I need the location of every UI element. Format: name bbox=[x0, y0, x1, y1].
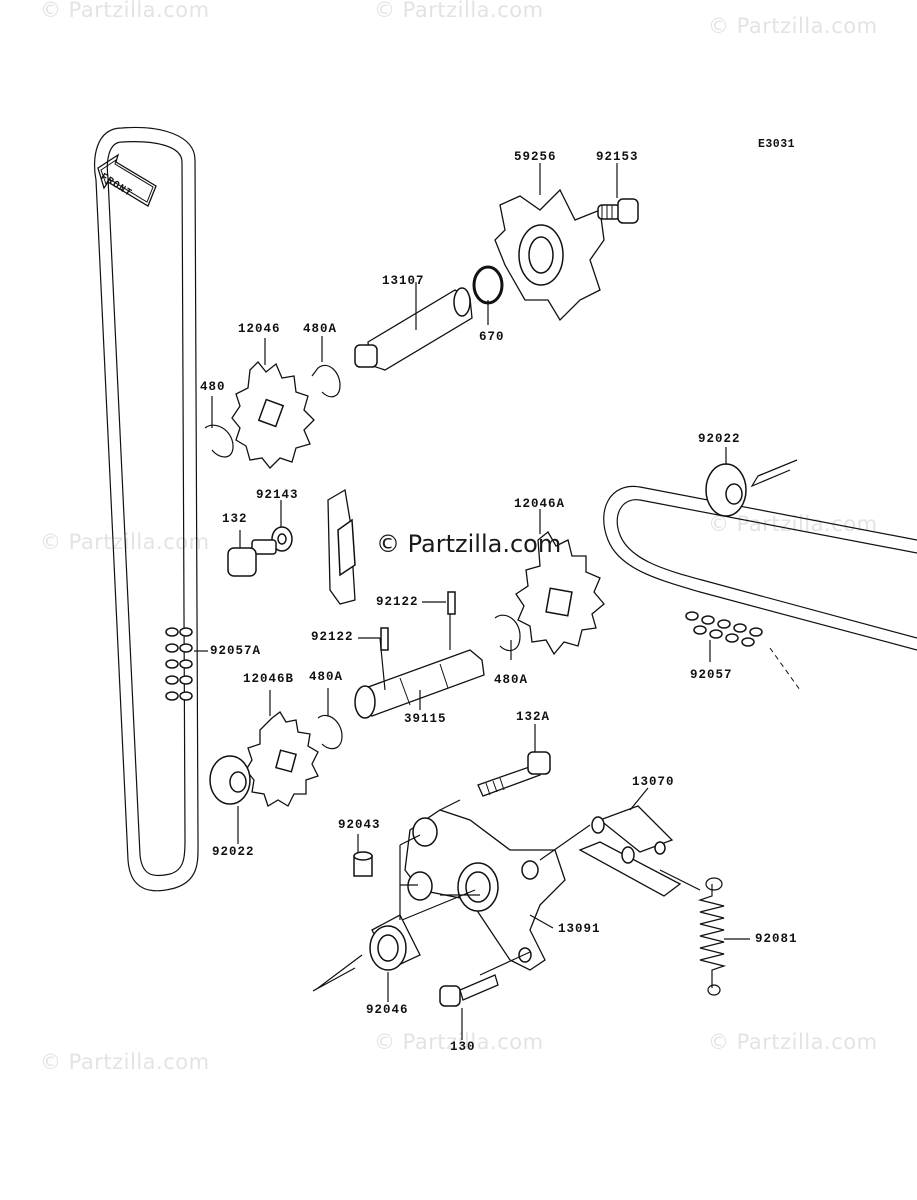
part-label-132A[interactable]: 132A bbox=[516, 710, 551, 724]
bolt-130 bbox=[439, 974, 499, 1007]
washer-92143 bbox=[271, 526, 293, 552]
part-label-12046B[interactable]: 12046B bbox=[243, 672, 295, 686]
drive-chain-right bbox=[603, 485, 917, 691]
part-label-13091[interactable]: 13091 bbox=[558, 922, 601, 936]
part-label-92043[interactable]: 92043 bbox=[338, 818, 381, 832]
sprocket-12046B bbox=[245, 711, 319, 807]
pin-92122-lower bbox=[380, 627, 389, 651]
part-label-92122-lower[interactable]: 92122 bbox=[311, 630, 354, 644]
sprocket-12046A bbox=[515, 531, 605, 656]
bolt-132A bbox=[477, 751, 551, 797]
spring-92081 bbox=[697, 877, 727, 996]
watermark-bottom-right: © Partzilla.com bbox=[708, 1030, 878, 1054]
circlip-480A-top bbox=[311, 364, 341, 398]
part-label-12046[interactable]: 12046 bbox=[238, 322, 281, 336]
collar-92043 bbox=[353, 851, 373, 877]
part-label-59256[interactable]: 59256 bbox=[514, 150, 557, 164]
watermark-center: © Partzilla.com bbox=[376, 530, 562, 558]
washer-92022-right bbox=[705, 463, 747, 517]
chain-links-92057A bbox=[165, 627, 193, 701]
circlip-480 bbox=[204, 424, 234, 458]
tensioner-wheel-59256 bbox=[494, 188, 605, 322]
part-label-92022-left[interactable]: 92022 bbox=[212, 845, 255, 859]
part-label-92022-right[interactable]: 92022 bbox=[698, 432, 741, 446]
watermark-bottom-left: © Partzilla.com bbox=[40, 1050, 210, 1074]
sprocket-12046 bbox=[231, 361, 315, 469]
part-label-12046A[interactable]: 12046A bbox=[514, 497, 566, 511]
shoe-13070 bbox=[578, 805, 682, 897]
chain-guide-plate bbox=[327, 488, 356, 605]
front-arrow-icon bbox=[97, 153, 157, 207]
part-label-480A-right[interactable]: 480A bbox=[494, 673, 529, 687]
o-ring-670 bbox=[472, 265, 504, 305]
pointer-triangle-right bbox=[750, 459, 798, 488]
part-label-92046[interactable]: 92046 bbox=[366, 1003, 409, 1017]
part-label-92122-upper[interactable]: 92122 bbox=[376, 595, 419, 609]
drive-chain-left bbox=[93, 126, 199, 892]
circlip-480A-right bbox=[494, 614, 521, 652]
circlip-480A-left bbox=[317, 714, 343, 750]
pointer-triangle-left bbox=[312, 954, 363, 992]
watermark-top-left: © Partzilla.com bbox=[40, 0, 210, 22]
part-label-92057[interactable]: 92057 bbox=[690, 668, 733, 682]
bearing-92046 bbox=[369, 914, 421, 971]
part-label-13107[interactable]: 13107 bbox=[382, 274, 425, 288]
part-label-480A-left[interactable]: 480A bbox=[309, 670, 344, 684]
part-label-92057A[interactable]: 92057A bbox=[210, 644, 262, 658]
leader-lines bbox=[194, 163, 750, 1040]
watermark-top-center: © Partzilla.com bbox=[374, 0, 544, 22]
diagram-code: E3031 bbox=[758, 138, 796, 151]
bolt-92153 bbox=[597, 198, 639, 224]
part-label-13070[interactable]: 13070 bbox=[632, 775, 675, 789]
part-label-39115[interactable]: 39115 bbox=[404, 712, 447, 726]
bracket-13091 bbox=[404, 809, 566, 971]
part-label-480[interactable]: 480 bbox=[200, 380, 226, 394]
part-label-92143[interactable]: 92143 bbox=[256, 488, 299, 502]
part-label-670[interactable]: 670 bbox=[479, 330, 505, 344]
washer-92022-left bbox=[209, 755, 251, 805]
pin-92122-upper bbox=[447, 591, 456, 615]
part-label-92081[interactable]: 92081 bbox=[755, 932, 798, 946]
part-label-130[interactable]: 130 bbox=[450, 1040, 476, 1054]
part-label-92153[interactable]: 92153 bbox=[596, 150, 639, 164]
shaft-39115 bbox=[354, 649, 485, 719]
bolt-132 bbox=[227, 539, 277, 577]
watermark-bottom-center: © Partzilla.com bbox=[374, 1030, 544, 1054]
shaft-13107 bbox=[354, 287, 473, 371]
part-label-132[interactable]: 132 bbox=[222, 512, 248, 526]
watermark-top-right: © Partzilla.com bbox=[708, 14, 878, 38]
part-label-480A-top[interactable]: 480A bbox=[303, 322, 338, 336]
chain-links-92057 bbox=[685, 611, 763, 647]
